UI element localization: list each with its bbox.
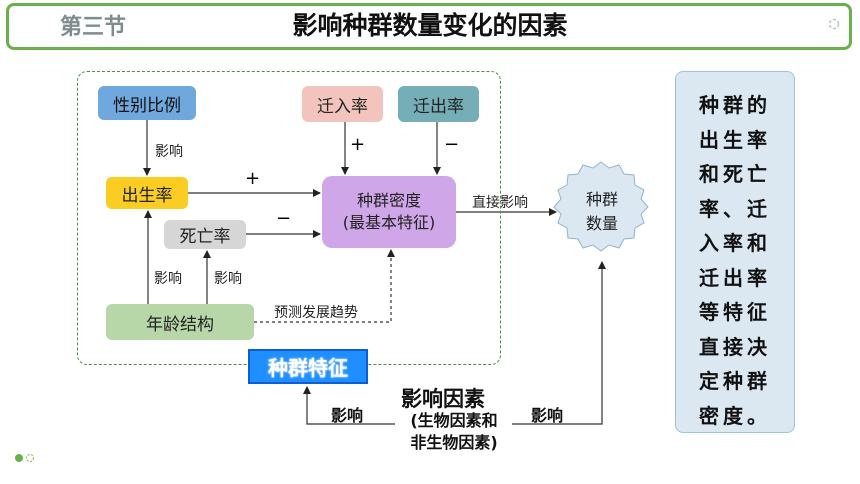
title-bar xyxy=(6,3,852,50)
node-death-rate: 死亡率 xyxy=(164,220,246,249)
population-characteristics-badge: 种群特征 xyxy=(248,349,368,384)
label-direct-effect: 直接影响 xyxy=(472,195,528,211)
label-factor-right: 影响 xyxy=(531,406,564,425)
population-label-1: 种群 xyxy=(585,190,618,209)
density-sublabel: (最基本特征) xyxy=(342,213,436,232)
influencing-factors-subtitle: (生物因素和 非生物因素) xyxy=(395,410,513,454)
arrow-factors-to-badge xyxy=(303,386,395,425)
label-birth-plus: + xyxy=(245,168,261,189)
node-birth-rate: 出生率 xyxy=(106,177,188,209)
factors-sub-line-1: (生物因素和 xyxy=(410,411,498,430)
label-factor-left: 影响 xyxy=(331,406,364,425)
label-out-minus: − xyxy=(444,134,460,155)
arrow-factors-to-population xyxy=(512,261,606,425)
node-population-size: 种群 数量 xyxy=(585,188,619,236)
label-age-to-birth: 影响 xyxy=(154,271,182,287)
label-age-to-death: 影响 xyxy=(214,271,242,287)
label-death-minus: − xyxy=(276,208,292,229)
node-emigration-rate: 迁出率 xyxy=(398,86,479,122)
node-age-structure: 年龄结构 xyxy=(106,304,254,340)
factors-sub-line-2: 非生物因素) xyxy=(410,433,498,452)
label-sex-to-birth: 影响 xyxy=(155,144,183,160)
population-label-2: 数量 xyxy=(585,214,618,233)
nav-dots-icon xyxy=(15,453,35,463)
section-label: 第三节 xyxy=(60,15,127,40)
node-sex-ratio: 性别比例 xyxy=(98,86,196,120)
node-immigration-rate: 迁入率 xyxy=(302,86,383,122)
label-predict-trend: 预测发展趋势 xyxy=(274,305,358,321)
node-population-density: 种群密度 (最基本特征) xyxy=(322,176,456,248)
loading-icon xyxy=(828,18,840,30)
page-title: 影响种群数量变化的因素 xyxy=(292,11,568,40)
summary-panel: 种群的 出生率 和死亡 率、迁 入率和 迁出率 等特征 直接决 定种群 密度。 xyxy=(675,71,795,433)
density-label: 种群密度 xyxy=(356,191,421,210)
population-starburst xyxy=(553,161,649,252)
label-in-plus: + xyxy=(350,134,366,155)
influencing-factors-title: 影响因素 xyxy=(401,387,485,411)
